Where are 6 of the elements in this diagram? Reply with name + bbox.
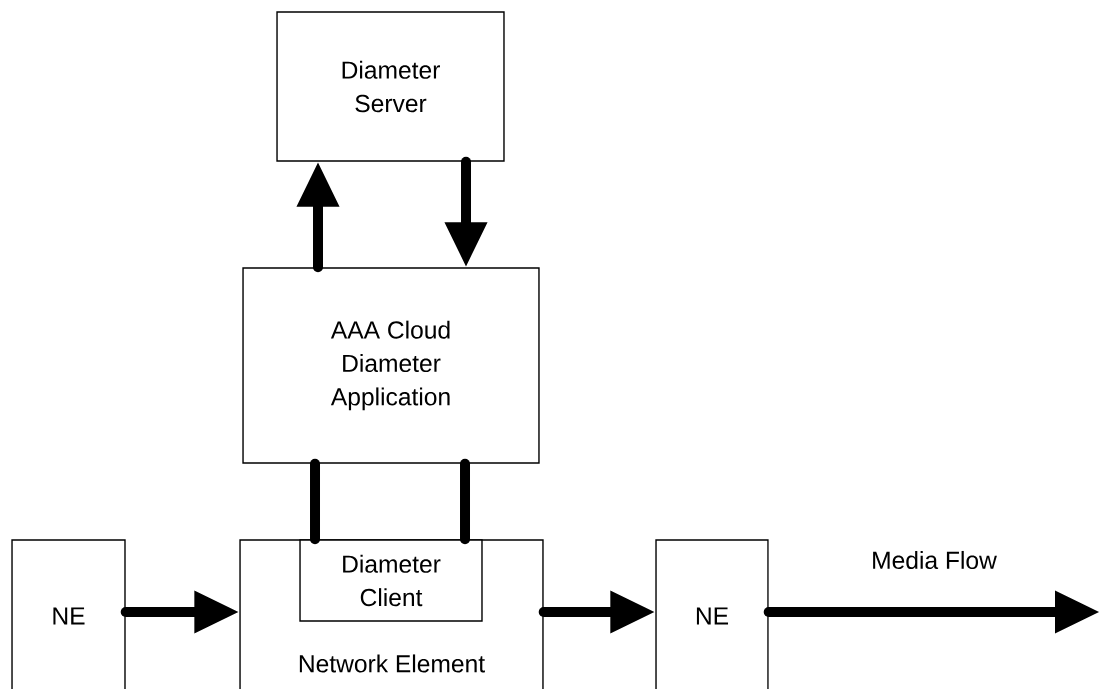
box: NE	[11, 539, 126, 689]
box: AAA Cloud Diameter Application	[242, 267, 540, 464]
box: Diameter Client	[299, 539, 483, 622]
edge-label: Media Flow	[873, 550, 997, 570]
box: NE	[655, 539, 769, 689]
box: Diameter Server	[276, 11, 505, 162]
